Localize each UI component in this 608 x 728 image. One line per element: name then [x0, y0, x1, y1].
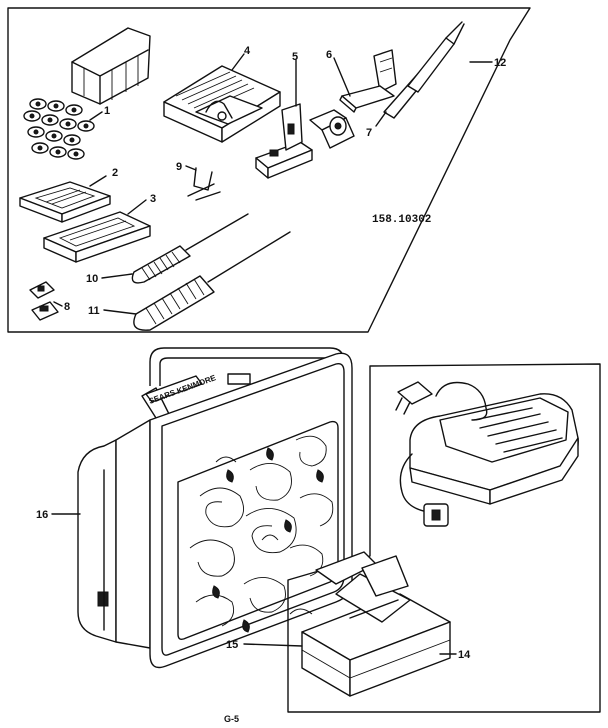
- callout-9: 9: [176, 161, 182, 173]
- callout-7: 7: [366, 127, 372, 139]
- small-parts-drawing: [29, 281, 59, 321]
- hemmer-foot-drawing: [339, 49, 397, 113]
- callout-15: 15: [226, 639, 238, 651]
- large-screwdriver-drawing: [133, 231, 291, 331]
- lint-brush-drawing: [383, 21, 465, 119]
- callout-labels: 1 2 3 4 5 6 7 8 9 10 11 12 14 15 16: [36, 45, 506, 661]
- leader-lines: [51, 53, 493, 655]
- callout-11: 11: [88, 305, 100, 317]
- callout-2: 2: [112, 167, 118, 179]
- callout-6: 6: [326, 49, 332, 61]
- callout-3: 3: [150, 193, 156, 205]
- accessory-panel-outline: [7, 7, 531, 333]
- callout-14: 14: [458, 649, 471, 661]
- small-screwdriver-drawing: [131, 213, 249, 284]
- bobbins-drawing: [23, 98, 95, 160]
- page-code: G-5: [224, 714, 239, 724]
- callout-10: 10: [86, 273, 98, 285]
- needle-case-drawing: [43, 211, 151, 263]
- foot-control-panel-outline: [287, 363, 601, 713]
- callout-4: 4: [244, 45, 251, 57]
- buttonholer-box-drawing: [163, 65, 281, 143]
- callout-8: 8: [64, 301, 70, 313]
- callout-5: 5: [292, 51, 298, 63]
- needle-pack-drawing: [19, 181, 111, 223]
- model-number: 158.10302: [372, 214, 431, 226]
- shipping-box-drawing: [301, 551, 451, 697]
- callout-16: 16: [36, 509, 48, 521]
- storage-tray-drawing: [71, 27, 151, 105]
- carrying-case-drawing: [77, 347, 353, 669]
- foot-control-drawing: [395, 381, 579, 527]
- zipper-foot-drawing: [309, 109, 355, 149]
- callout-12: 12: [494, 57, 506, 69]
- callout-1: 1: [104, 105, 110, 117]
- presser-foot-drawing: [255, 103, 313, 179]
- needle-threader-drawing: [187, 167, 221, 201]
